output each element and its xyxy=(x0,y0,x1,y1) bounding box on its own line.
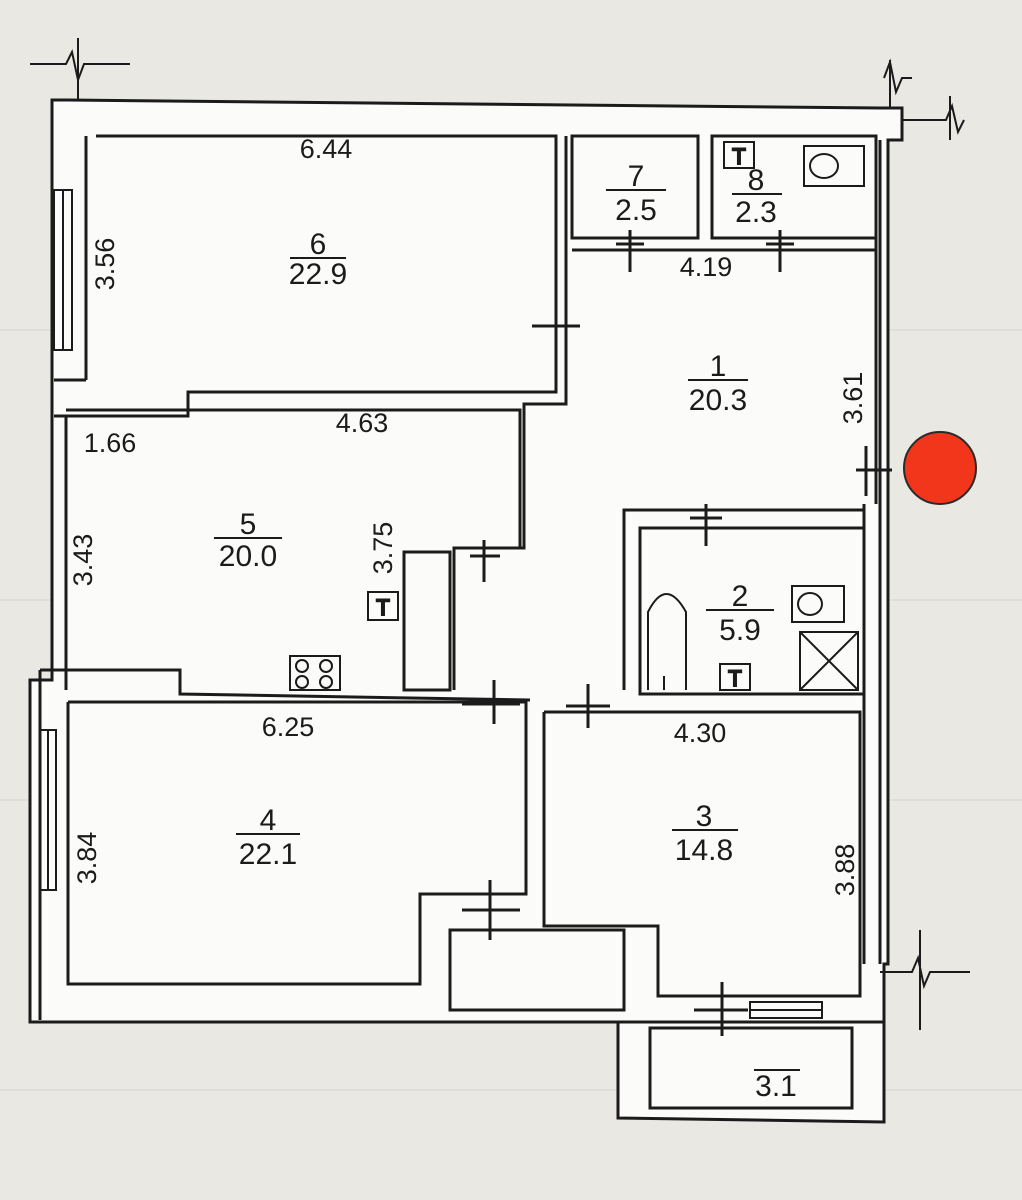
room-labels: 6 22.9 7 2.5 8 2.3 1 20.3 5 20.0 2 5.9 4… xyxy=(214,160,800,1103)
room-8-area: 2.3 xyxy=(735,196,777,229)
dim-room-3-depth: 3.88 xyxy=(830,844,860,897)
shower-tray xyxy=(799,631,859,691)
dim-room-5-depth: 3.43 xyxy=(68,534,98,587)
room-5-number: 5 xyxy=(240,508,257,541)
interior-walls xyxy=(38,134,884,1110)
sink-kitchen xyxy=(367,591,399,621)
break-mark-top-left xyxy=(30,49,130,84)
room-1-floor xyxy=(450,250,876,690)
room-2-area: 5.9 xyxy=(719,614,761,647)
toilet-room-8 xyxy=(803,145,865,187)
break-mark-top-right xyxy=(883,58,912,96)
room-8-number: 8 xyxy=(748,164,765,197)
dimension-labels: 6.44 3.56 4.19 3.61 4.63 1.66 3.43 3.75 … xyxy=(68,134,868,896)
room-2-number: 2 xyxy=(732,580,749,613)
room-5-floor xyxy=(66,410,520,690)
sink-symbol-3: T xyxy=(376,595,389,620)
stove xyxy=(289,655,341,691)
room-4-number: 4 xyxy=(260,804,277,837)
bathtub xyxy=(647,593,687,690)
dim-room-4-depth: 3.84 xyxy=(72,832,102,885)
room-interiors xyxy=(54,136,876,1108)
washbasin-room-2 xyxy=(791,585,845,623)
sink-room-2 xyxy=(719,663,751,691)
room-7-floor xyxy=(572,136,698,238)
room-6-floor xyxy=(54,136,556,416)
room-1-number: 1 xyxy=(710,350,727,383)
windows xyxy=(39,189,823,1019)
room-6-number: 6 xyxy=(310,228,327,261)
balcony-area: 3.1 xyxy=(755,1070,797,1103)
room-6-area: 22.9 xyxy=(289,258,347,291)
dim-room-4-width: 6.25 xyxy=(262,712,315,742)
sink-symbol-2: T xyxy=(728,666,741,691)
room-7-number: 7 xyxy=(628,160,645,193)
room-3-number: 3 xyxy=(696,800,713,833)
room-1-area: 20.3 xyxy=(689,384,747,417)
room-4-floor xyxy=(68,702,526,984)
door-marks xyxy=(462,230,892,1036)
dim-room-5-width: 4.63 xyxy=(336,408,389,438)
dim-room-6-depth: 3.56 xyxy=(90,238,120,291)
dim-room-1-width: 4.19 xyxy=(680,252,733,282)
dim-room-1-depth: 3.61 xyxy=(838,372,868,425)
room-4-area: 22.1 xyxy=(239,838,297,871)
dim-room-3-width: 4.30 xyxy=(674,718,727,748)
balcony-floor xyxy=(650,1028,852,1108)
room-5-area: 20.0 xyxy=(219,540,277,573)
sink-symbol: T xyxy=(732,144,745,169)
break-marks xyxy=(30,38,970,1030)
room-7-area: 2.5 xyxy=(615,194,657,227)
corridor-floor xyxy=(450,930,624,1010)
room-3-area: 14.8 xyxy=(675,834,733,867)
sink-room-8 xyxy=(723,141,755,169)
fixtures: T T T xyxy=(289,141,865,692)
dim-wall-segment: 1.66 xyxy=(84,428,137,458)
dim-room-6-width: 6.44 xyxy=(300,134,353,164)
red-location-marker xyxy=(903,431,977,505)
dim-kitchen-depth: 3.75 xyxy=(368,522,398,575)
